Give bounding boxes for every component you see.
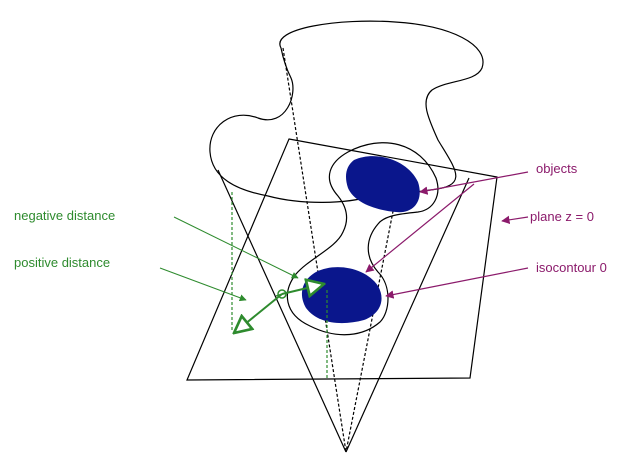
plane-label: plane z = 0 — [530, 209, 594, 224]
object-bottom — [301, 267, 382, 324]
object-top — [346, 156, 420, 213]
cone-side-right — [345, 177, 470, 453]
isocontour-curve — [286, 142, 439, 336]
objects-pointer-2 — [365, 183, 475, 273]
negative-distance-pointer — [173, 216, 299, 279]
cone-side-left — [217, 169, 347, 453]
objects-pointer-1 — [419, 171, 529, 195]
isocontour-pointer — [385, 267, 529, 299]
objects-label: objects — [536, 161, 578, 176]
plane-pointer — [501, 215, 529, 225]
positive-distance-label: positive distance — [14, 255, 111, 270]
cone-side-hidden — [282, 47, 347, 453]
distance-origin-marker — [277, 289, 287, 299]
cone-side-hidden-2 — [345, 195, 397, 453]
positive-distance-arrow — [234, 293, 283, 333]
positive-distance-pointer — [159, 267, 247, 302]
negative-distance-arrow — [281, 284, 324, 294]
distance-origin-tick-1 — [275, 291, 289, 297]
plane-z0 — [186, 138, 498, 381]
isocontour-label: isocontour 0 — [536, 260, 607, 275]
negative-distance-label: negative distance — [14, 208, 116, 223]
